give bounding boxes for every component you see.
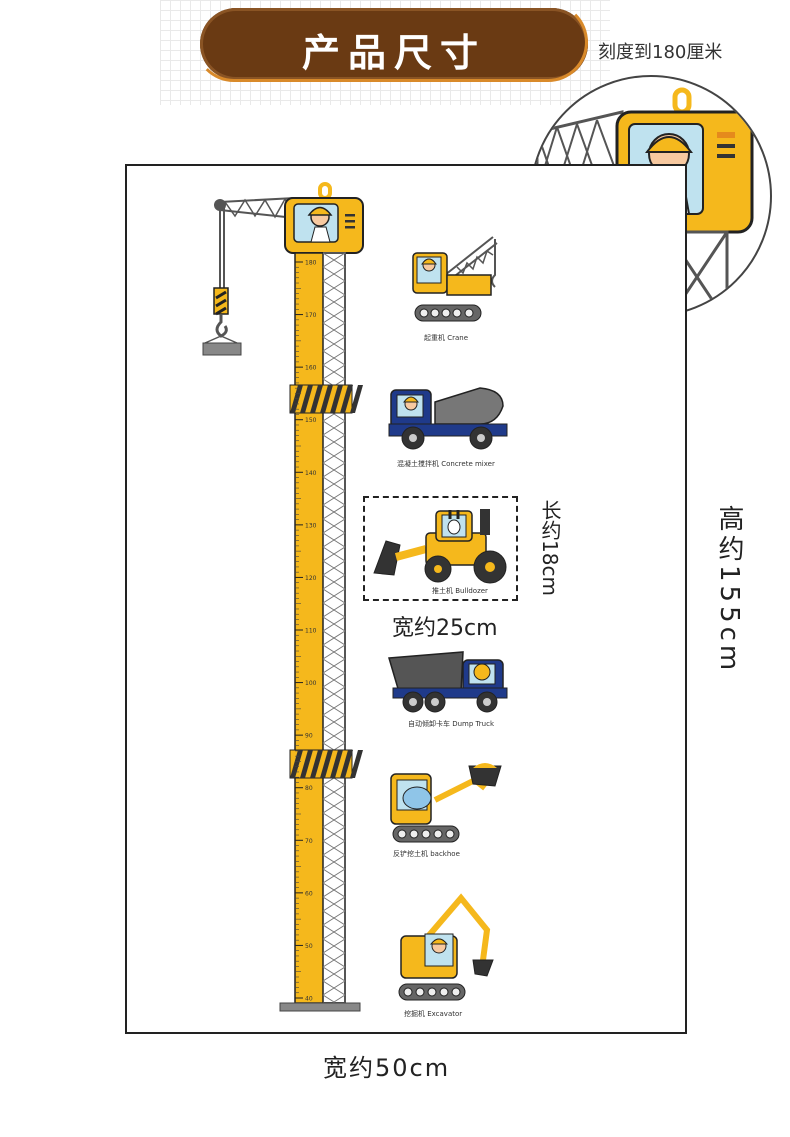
excavator-illustration bbox=[398, 893, 494, 1001]
vehicle-label-bulldozer: 推土机 Bulldozer bbox=[432, 587, 488, 595]
lattice-brace bbox=[322, 434, 346, 450]
lattice-brace bbox=[322, 504, 346, 520]
hazard-stripe bbox=[330, 385, 343, 413]
hazard-stripe bbox=[290, 385, 303, 413]
hazard-stripe bbox=[290, 750, 303, 778]
total-height-label: 高约155cm bbox=[714, 505, 744, 675]
lattice-brace bbox=[322, 364, 346, 380]
lattice-brace bbox=[322, 252, 346, 268]
vehicle-label-dump-truck: 自动倾卸卡车 Dump Truck bbox=[408, 720, 495, 728]
ruler-tick-label: 80 bbox=[305, 785, 313, 792]
ruler-tick-label: 150 bbox=[305, 417, 317, 424]
sticker-size-box bbox=[363, 496, 518, 601]
lattice-brace bbox=[322, 476, 346, 492]
hazard-stripe bbox=[320, 385, 333, 413]
lattice-brace bbox=[322, 700, 346, 716]
page-title: 产品尺寸 bbox=[301, 31, 486, 75]
lattice-brace bbox=[322, 672, 346, 688]
lattice-brace bbox=[322, 518, 346, 534]
lattice-brace bbox=[322, 490, 346, 506]
lattice-brace bbox=[322, 336, 346, 352]
concrete-mixer-illustration bbox=[388, 387, 508, 450]
lattice-brace bbox=[322, 812, 346, 828]
crane-truck-illustration bbox=[412, 236, 498, 322]
lattice-brace bbox=[322, 574, 346, 590]
ruler-tick-label: 130 bbox=[305, 522, 317, 529]
lattice-brace bbox=[322, 294, 346, 310]
lattice-brace bbox=[322, 560, 346, 576]
lattice-brace bbox=[322, 784, 346, 800]
item-width-label: 宽约25cm bbox=[392, 616, 498, 641]
lattice-brace bbox=[322, 462, 346, 478]
ruler-tick-label: 90 bbox=[305, 733, 313, 740]
ruler-tick-label: 180 bbox=[305, 260, 317, 267]
hazard-stripe bbox=[340, 750, 353, 778]
lattice-brace bbox=[322, 686, 346, 702]
lattice-brace bbox=[322, 602, 346, 618]
ruler-tick-label: 60 bbox=[305, 890, 313, 897]
lattice-brace bbox=[322, 588, 346, 604]
scale-note: 刻度到180厘米 bbox=[598, 42, 723, 63]
lattice-brace bbox=[322, 532, 346, 548]
lattice-brace bbox=[322, 308, 346, 324]
item-length-label: 长约18cm bbox=[538, 500, 562, 596]
lattice-brace bbox=[322, 728, 346, 744]
vehicle-label-concrete-mixer: 混凝土搅拌机 Concrete mixer bbox=[397, 460, 495, 468]
backhoe-illustration bbox=[390, 763, 502, 843]
lattice-brace bbox=[322, 714, 346, 730]
dump-truck-illustration bbox=[388, 651, 508, 713]
lattice-brace bbox=[322, 322, 346, 338]
hazard-stripe bbox=[300, 385, 313, 413]
crane-height-ruler: 180 170 160 150 140 130 120 110 100 90 80 70 60 50 40 bbox=[202, 182, 364, 1012]
lattice-brace bbox=[322, 630, 346, 646]
lattice-brace bbox=[322, 350, 346, 366]
hazard-stripe bbox=[340, 385, 353, 413]
vehicle-label-crane: 起重机 Crane bbox=[424, 334, 469, 342]
ruler-tick-label: 160 bbox=[305, 365, 317, 372]
lattice-brace bbox=[322, 938, 346, 954]
lattice-brace bbox=[322, 980, 346, 996]
lattice-brace bbox=[322, 420, 346, 436]
hazard-stripe bbox=[310, 750, 323, 778]
lattice-brace bbox=[322, 952, 346, 968]
total-width-label: 宽约50cm bbox=[323, 1054, 451, 1082]
lattice-brace bbox=[322, 826, 346, 842]
ruler-tick-label: 120 bbox=[305, 575, 317, 582]
lattice-brace bbox=[322, 658, 346, 674]
lattice-brace bbox=[322, 910, 346, 926]
lattice-brace bbox=[322, 616, 346, 632]
lattice-brace bbox=[322, 896, 346, 912]
lattice-brace bbox=[322, 644, 346, 660]
lattice-brace bbox=[322, 868, 346, 884]
ruler-tick-label: 50 bbox=[305, 943, 313, 950]
hazard-stripe bbox=[350, 385, 363, 413]
hazard-stripe bbox=[350, 750, 363, 778]
hazard-stripe bbox=[300, 750, 313, 778]
lattice-brace bbox=[322, 924, 346, 940]
title-banner: 产品尺寸 bbox=[194, 2, 588, 82]
bulldozer-illustration bbox=[373, 509, 507, 584]
ruler-tick-label: 100 bbox=[305, 680, 317, 687]
lattice-brace bbox=[322, 840, 346, 856]
title-banner-accent bbox=[194, 2, 588, 82]
vehicle-label-backhoe: 反铲挖土机 backhoe bbox=[393, 850, 460, 858]
ruler-tick-label: 70 bbox=[305, 838, 313, 845]
ruler-tick-label: 110 bbox=[305, 628, 317, 635]
lattice-brace bbox=[322, 280, 346, 296]
hazard-stripe bbox=[320, 750, 333, 778]
lattice-brace bbox=[322, 798, 346, 814]
lattice-brace bbox=[322, 266, 346, 282]
lattice-brace bbox=[322, 882, 346, 898]
ruler-tick-label: 140 bbox=[305, 470, 317, 477]
lattice-brace bbox=[322, 966, 346, 982]
hazard-stripe bbox=[330, 750, 343, 778]
ruler-tick-label: 40 bbox=[305, 996, 313, 1003]
lattice-brace bbox=[322, 546, 346, 562]
vehicle-label-excavator: 挖掘机 Excavator bbox=[404, 1010, 463, 1018]
ruler-tick-label: 170 bbox=[305, 312, 317, 319]
lattice-brace bbox=[322, 448, 346, 464]
lattice-brace bbox=[322, 854, 346, 870]
hazard-stripe bbox=[310, 385, 323, 413]
